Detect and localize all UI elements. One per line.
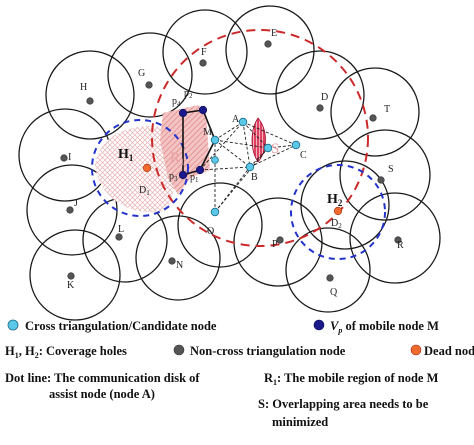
vp-node-p1: [195, 165, 205, 175]
label-H: H: [80, 82, 87, 93]
node-T: [369, 114, 377, 122]
dead-nodes: [142, 163, 343, 216]
node-S: [377, 176, 385, 184]
hole-h1-circle: [91, 119, 189, 217]
label-p2-top: p2: [184, 88, 193, 100]
disk-T: [330, 67, 420, 157]
node-D: [316, 104, 324, 112]
label-G: G: [138, 68, 145, 79]
vp-node-p2: [198, 105, 208, 115]
disk-D: [275, 50, 365, 140]
overlap-area-s: [251, 117, 266, 163]
label-R1: R1: [170, 150, 185, 167]
vp-node-p3: [178, 170, 188, 180]
legend-noncross: Non-cross triangulation node: [190, 344, 346, 358]
disk-N: [135, 215, 221, 301]
label-C: C: [300, 150, 307, 161]
node-H: [86, 97, 94, 105]
label-S-region: S: [271, 141, 279, 157]
cross-nodes: [210, 117, 301, 217]
label-p4: p4: [172, 96, 181, 108]
vp-node-p4: [178, 108, 188, 118]
dead-node-d1: [142, 163, 152, 173]
vp-nodes: [178, 105, 208, 180]
node-extra-1: [211, 156, 219, 164]
label-E: E: [271, 28, 277, 39]
label-A: A: [232, 114, 240, 125]
label-D2: D2: [331, 218, 342, 230]
hole-h1-region: [95, 126, 178, 213]
disk-E: [225, 5, 315, 95]
legend-s-2: minimized: [272, 415, 328, 429]
label-H2: H2: [327, 192, 343, 208]
node-mid: [263, 143, 273, 153]
mobile-region-circle: [151, 29, 369, 247]
node-J: [66, 206, 74, 214]
label-p3: p3: [169, 171, 178, 183]
node-O: [210, 207, 220, 217]
legend-s-1: S: Overlapping area needs to be: [258, 397, 429, 411]
label-Q: Q: [330, 287, 338, 298]
disk-R: [349, 192, 441, 284]
label-R: R: [397, 240, 404, 251]
legend-cross-marker: [7, 319, 19, 331]
legend-holes: H1, H2: Coverage holes: [5, 344, 127, 360]
legend: Cross triangulation/Candidate node Vp of…: [5, 319, 474, 429]
label-J: J: [74, 198, 78, 209]
legend-dead-marker: [410, 344, 422, 356]
node-I: [60, 154, 68, 162]
node-E: [264, 40, 272, 48]
label-H1: H1: [118, 147, 134, 163]
node-R: [394, 236, 402, 244]
node-B: [245, 162, 255, 172]
label-O: O: [207, 226, 214, 237]
label-D: D: [321, 92, 328, 103]
disk-H: [45, 50, 135, 140]
legend-dead: Dead node: [424, 344, 474, 358]
sensing-disks: [18, 5, 441, 321]
legend-cross: Cross triangulation/Candidate node: [25, 319, 217, 333]
legend-noncross-marker: [173, 344, 185, 356]
node-M: [210, 135, 220, 145]
label-T: T: [384, 104, 390, 115]
label-K: K: [67, 280, 75, 291]
label-L: L: [118, 224, 124, 235]
label-I: I: [68, 152, 71, 163]
node-F: [199, 59, 207, 67]
disk-S: [339, 129, 431, 221]
legend-r1: R1: The mobile region of node M: [264, 371, 439, 387]
disk-F: [162, 9, 248, 95]
label-p1: p1: [190, 172, 199, 184]
label-M: M: [203, 127, 212, 138]
label-B: B: [251, 172, 258, 183]
node-labels: E F G H D T I A M C B S J L O N P R Q K …: [67, 28, 404, 298]
node-L: [115, 233, 123, 241]
label-F: F: [201, 47, 207, 58]
disk-K: [29, 229, 121, 321]
legend-dot-line-1: Dot line: The communication disk of: [5, 371, 200, 385]
disk-O: [177, 182, 263, 268]
disk-extra: [300, 160, 390, 250]
hole-h2-circle: [290, 164, 386, 260]
node-A: [238, 117, 248, 127]
node-C: [291, 140, 301, 150]
label-D1: D1: [139, 185, 150, 197]
legend-vp-marker: [313, 319, 325, 331]
label-S: S: [388, 164, 394, 175]
legend-vp: Vp of mobile node M: [330, 319, 439, 335]
dead-node-d2: [333, 206, 343, 216]
node-P: [276, 236, 284, 244]
node-Q: [326, 274, 334, 282]
disk-G: [107, 32, 193, 118]
non-cross-nodes: [60, 40, 402, 282]
node-N: [168, 257, 176, 265]
disk-Q: [285, 227, 371, 313]
node-K: [67, 272, 75, 280]
node-G: [145, 81, 153, 89]
triangulation-lines: [199, 121, 297, 213]
label-N: N: [176, 260, 183, 271]
label-P: P: [272, 239, 278, 250]
legend-dot-line-2: assist node (node A): [49, 387, 155, 401]
